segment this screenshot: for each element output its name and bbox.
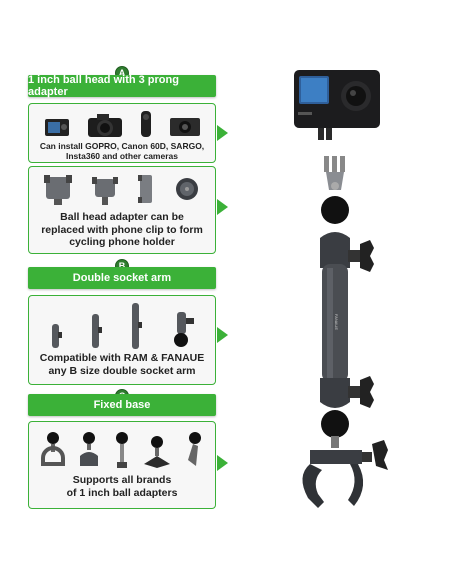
phone-clip-thumbnails: [35, 171, 209, 207]
ball-head-image: [321, 196, 349, 224]
handlebar-clamp-image: [41, 432, 65, 466]
claw-clamp-image: [80, 432, 98, 466]
canon-camera-image: [87, 114, 122, 137]
arrow-to-ball-head: [217, 199, 228, 215]
medium-arm-image: [92, 314, 102, 348]
mount-drawing: FANAUE: [294, 70, 388, 508]
phone-clip-text-line2: replaced with phone clip to form: [41, 223, 203, 236]
claw-clamp-base-image: [302, 436, 388, 508]
fixed-base-thumbnails: [35, 428, 209, 472]
lower-ball-image: [321, 410, 349, 438]
arrow-to-camera: [217, 125, 228, 141]
phone-clamp-image: [138, 175, 153, 203]
sargo-camera-image: [169, 118, 200, 136]
arm-brand-label: FANAUE: [334, 314, 339, 330]
cameras-panel: Can install GOPRO, Canon 60D, SARGO, Ins…: [28, 103, 216, 163]
cameras-text-line1: Can install GOPRO, Canon 60D, SARGO,: [39, 141, 205, 151]
socket-arm-text-line1: Compatible with RAM & FANAUE: [39, 352, 205, 364]
arrow-to-arm: [217, 327, 228, 343]
fixed-base-text: Supports all brands of 1 inch ball adapt…: [29, 474, 215, 500]
camera-thumbnails: [35, 108, 209, 138]
socket-arm-panel: Compatible with RAM & FANAUE any B size …: [28, 295, 216, 385]
suction-base-image: [116, 432, 128, 468]
section-a-banner: 1 inch ball head with 3 prong adapter: [28, 74, 216, 98]
phone-clip-text-line1: Ball head adapter can be: [60, 211, 184, 223]
section-c-banner: Fixed base: [28, 394, 216, 416]
section-b-banner: Double socket arm: [28, 267, 216, 289]
phone-clip-image: [44, 175, 73, 205]
socket-arm-text-line2: any B size double socket arm: [48, 365, 196, 377]
arrow-to-clamp: [217, 455, 228, 471]
short-arm-image: [52, 324, 62, 348]
three-prong-adapter-image: [324, 156, 345, 190]
flat-base-image: [144, 436, 170, 468]
double-socket-arm-image: FANAUE: [320, 232, 374, 408]
phone-clip-text: Ball head adapter can be replaced with p…: [29, 211, 215, 249]
cameras-text: Can install GOPRO, Canon 60D, SARGO, Ins…: [29, 141, 215, 161]
long-arm-image: [132, 303, 142, 349]
angled-base-image: [188, 432, 201, 466]
phone-clip-text-line3: cycling phone holder: [69, 236, 175, 248]
phone-clip-panel: Ball head adapter can be replaced with p…: [28, 166, 216, 254]
gopro-camera-image: [44, 119, 69, 136]
phone-clip-image: [91, 177, 118, 205]
fixed-base-text-line1: Supports all brands: [72, 474, 172, 486]
camera-image: [294, 70, 380, 140]
cameras-text-line2: Insta360 and other cameras: [66, 151, 178, 161]
fixed-base-text-line2: of 1 inch ball adapters: [66, 487, 178, 499]
assembled-mount-illustration: FANAUE: [280, 68, 400, 524]
socket-arm-thumbnails: [35, 302, 209, 350]
fixed-base-panel: Supports all brands of 1 inch ball adapt…: [28, 421, 216, 509]
socket-arm-text: Compatible with RAM & FANAUE any B size …: [29, 352, 215, 378]
magnetic-mount-image: [175, 178, 198, 200]
arm-with-ball-image: [174, 312, 194, 347]
insta360-camera-image: [140, 111, 151, 137]
